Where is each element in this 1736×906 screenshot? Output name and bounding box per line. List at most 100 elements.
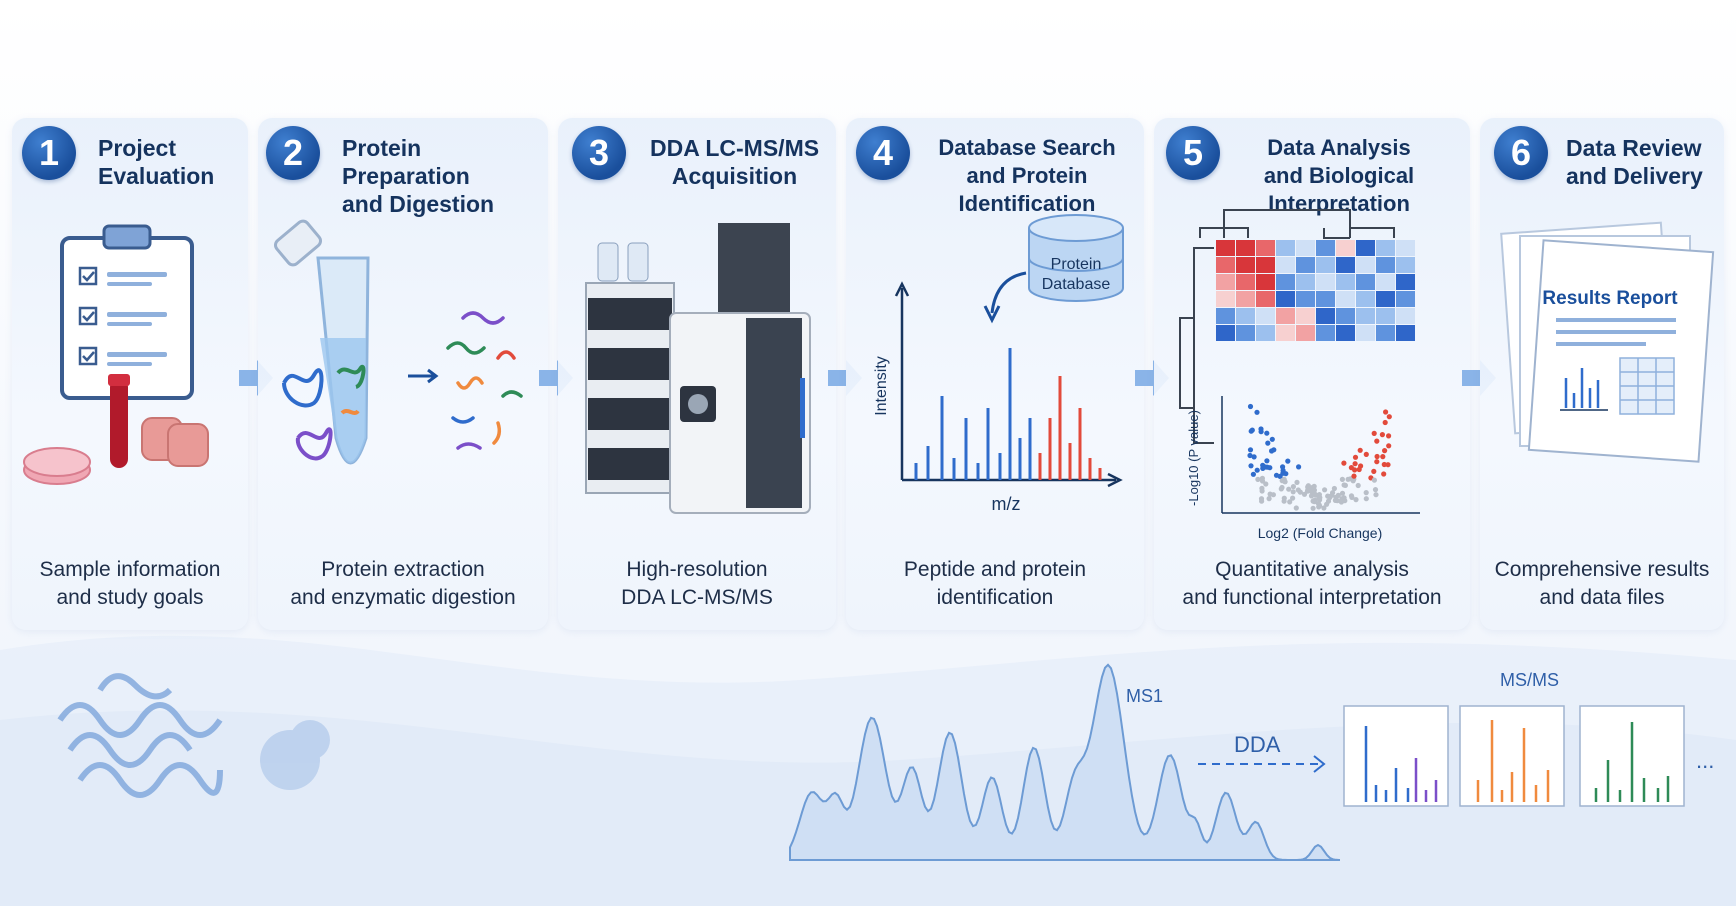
step-panel-1: 1 Project Evaluation Sample information … xyxy=(12,118,248,630)
heatmap-cell xyxy=(1376,291,1395,307)
volcano-point xyxy=(1290,484,1296,490)
heatmap-cell xyxy=(1296,240,1315,256)
heatmap-cell xyxy=(1356,325,1375,341)
heatmap-cell xyxy=(1376,308,1395,324)
heatmap-cell xyxy=(1256,240,1275,256)
volcano-point xyxy=(1371,468,1377,474)
volcano-point xyxy=(1269,436,1275,442)
heatmap-cell xyxy=(1276,240,1295,256)
volcano-point xyxy=(1280,464,1286,470)
step-number-2: 2 xyxy=(266,126,320,180)
volcano-point xyxy=(1330,490,1336,496)
volcano-point xyxy=(1247,447,1254,453)
step-number-1: 1 xyxy=(22,126,76,180)
bottom-illustration: MS1 DDA MS/MS ... xyxy=(57,663,1714,861)
heatmap-cell xyxy=(1376,274,1395,290)
volcano-point xyxy=(1259,478,1266,484)
heatmap-cell xyxy=(1296,308,1315,324)
volcano-point xyxy=(1311,487,1317,493)
volcano-point xyxy=(1294,479,1300,485)
heatmap-cell xyxy=(1216,257,1235,273)
volcano-point xyxy=(1380,454,1386,460)
heatmap-cell xyxy=(1276,257,1295,273)
heatmap-cell xyxy=(1396,308,1415,324)
heatmap-cell xyxy=(1236,257,1255,273)
volcano-point xyxy=(1382,448,1388,454)
volcano-point xyxy=(1266,496,1272,502)
heatmap-cell xyxy=(1256,308,1275,324)
heatmap-cell xyxy=(1236,274,1255,290)
volcano-point xyxy=(1247,452,1253,459)
heatmap-cell xyxy=(1336,308,1355,324)
clipboard-samples-illustration xyxy=(23,224,209,485)
volcano-point xyxy=(1371,477,1377,483)
heatmap-cell xyxy=(1296,291,1315,307)
volcano-point xyxy=(1293,505,1299,511)
heatmap-cell xyxy=(1256,325,1275,341)
heatmap-cell xyxy=(1296,274,1315,290)
volcano-point xyxy=(1371,430,1377,436)
heatmap-cell xyxy=(1396,274,1415,290)
heatmap-cell xyxy=(1276,274,1295,290)
volcano-point xyxy=(1385,462,1391,468)
heatmap-cell xyxy=(1396,240,1415,256)
heatmap xyxy=(1216,240,1415,341)
step-description-2: Protein extraction and enzymatic digesti… xyxy=(290,558,516,609)
heatmap-cell xyxy=(1316,291,1335,307)
volcano-point xyxy=(1348,465,1354,471)
volcano-point xyxy=(1271,447,1277,453)
volcano-point xyxy=(1310,505,1316,511)
volcano-point xyxy=(1247,403,1254,410)
step-panel-6: 6 Data Review and Delivery Results Repor… xyxy=(1480,118,1724,630)
dda-label: DDA xyxy=(1234,732,1281,757)
heatmap-cell xyxy=(1276,291,1295,307)
analysis-illustration: -Log10 (P value) Log2 (Fold Change) xyxy=(1179,209,1420,541)
step-title-2: Protein Preparation and Digestion xyxy=(342,135,495,217)
heatmap-cell xyxy=(1256,274,1275,290)
volcano-point xyxy=(1281,495,1287,501)
heatmap-cell xyxy=(1336,291,1355,307)
volcano-point xyxy=(1264,430,1270,436)
volcano-point xyxy=(1258,429,1264,435)
db-label-1: Protein xyxy=(1051,256,1102,273)
msms-spectrum-3 xyxy=(1579,705,1685,807)
volcano-point xyxy=(1341,460,1347,466)
heatmap-cell xyxy=(1216,308,1235,324)
volcano-point xyxy=(1363,490,1369,496)
heatmap-cell xyxy=(1356,274,1375,290)
volcano-point xyxy=(1279,484,1285,491)
heatmap-cell xyxy=(1316,257,1335,273)
volcano-point xyxy=(1383,409,1389,415)
heatmap-cell xyxy=(1256,291,1275,307)
volcano-point xyxy=(1286,486,1292,492)
volcano-point xyxy=(1386,414,1392,420)
checkbox-icon xyxy=(78,266,98,366)
volcano-point xyxy=(1305,483,1311,489)
heatmap-cell xyxy=(1276,308,1295,324)
volcano-point xyxy=(1287,499,1293,505)
volcano-point xyxy=(1254,409,1260,415)
volcano-point xyxy=(1305,486,1311,493)
heatmap-cell xyxy=(1396,325,1415,341)
volcano-point xyxy=(1248,463,1254,469)
volcano-point xyxy=(1386,443,1392,449)
heatmap-cell xyxy=(1216,274,1235,290)
step-title-3: DDA LC-MS/MS Acquisition xyxy=(650,135,820,189)
step-panel-5: 5 Data Analysis and Biological Interpret… xyxy=(1154,118,1470,630)
protein-structure-icon xyxy=(57,673,223,798)
volcano-point xyxy=(1285,458,1291,464)
volcano-point xyxy=(1374,459,1380,465)
step-number-5: 5 xyxy=(1166,126,1220,180)
volcano-point xyxy=(1311,499,1318,505)
volcano-point xyxy=(1335,492,1341,498)
heatmap-cell xyxy=(1316,274,1335,290)
volcano-point xyxy=(1352,454,1359,460)
volcano-point xyxy=(1327,494,1333,501)
heatmap-cell xyxy=(1336,240,1355,256)
volcano-point xyxy=(1267,491,1273,497)
volcano-plot xyxy=(1247,403,1392,511)
heatmap-cell xyxy=(1396,257,1415,273)
step-description-1: Sample information and study goals xyxy=(39,558,221,609)
step-panel-4: 4 Database Search and Protein Identifica… xyxy=(846,118,1144,630)
database-search-illustration: Protein Database Inten xyxy=(873,214,1124,514)
